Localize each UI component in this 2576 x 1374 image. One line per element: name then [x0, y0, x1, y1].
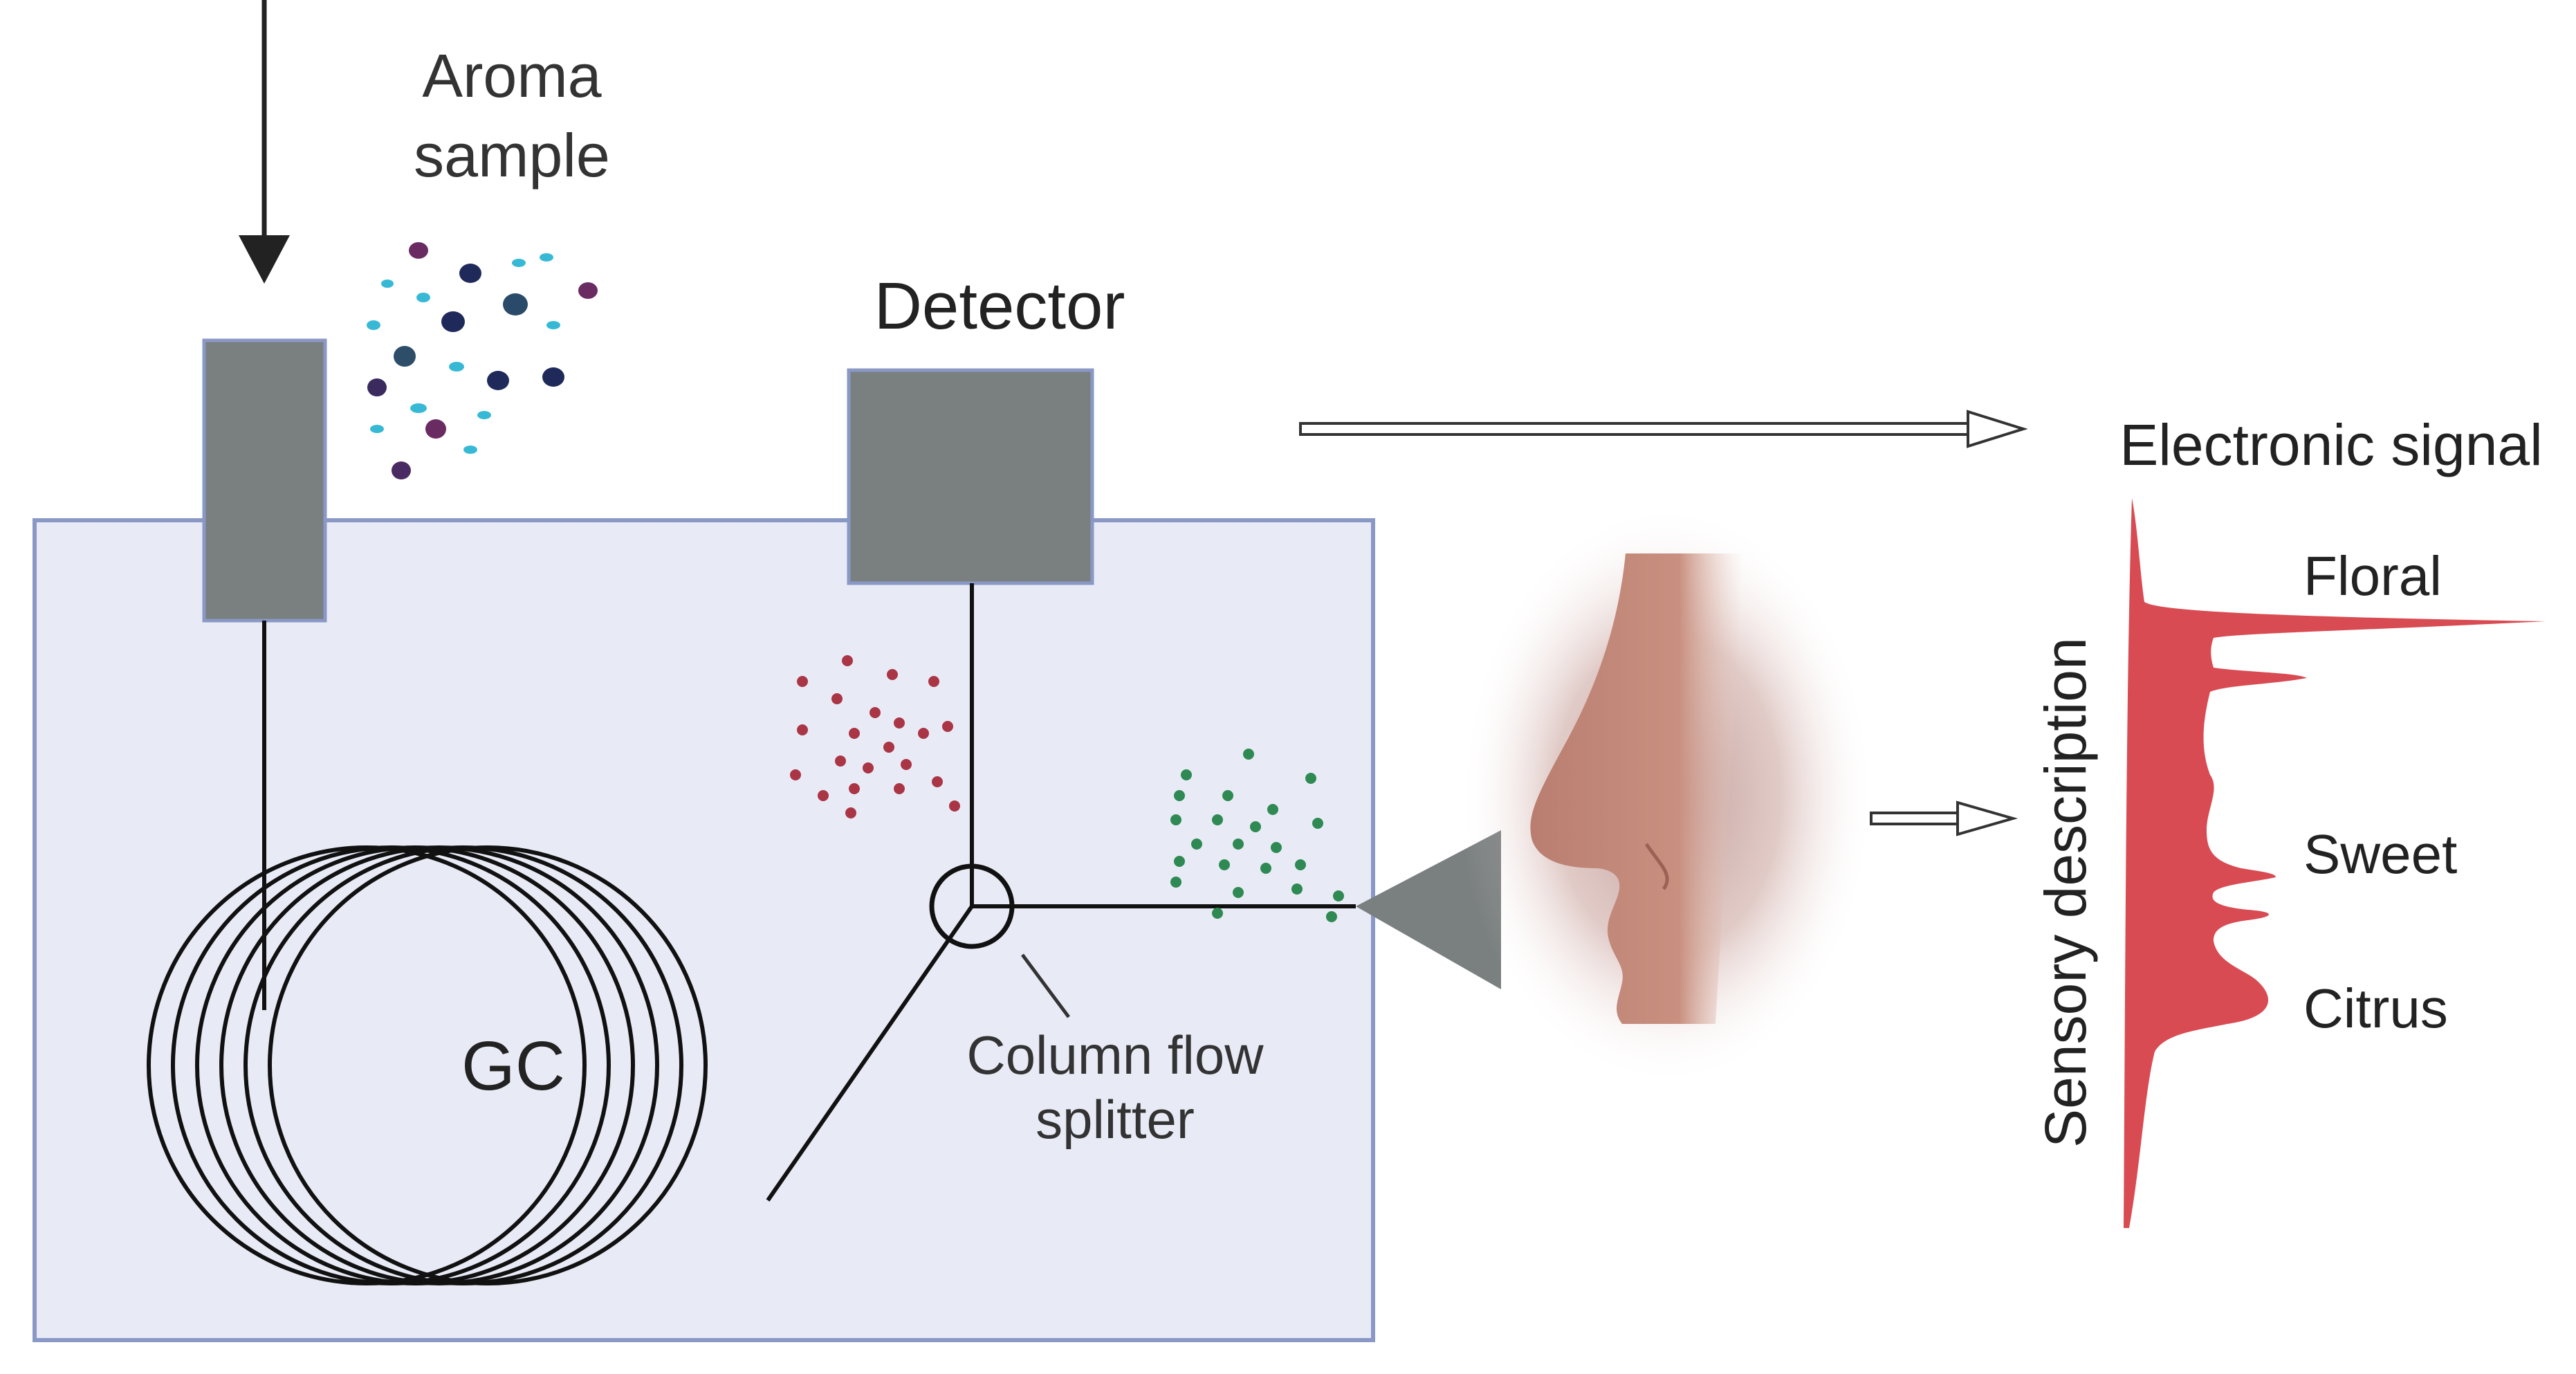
peak-label-sweet: Sweet — [2303, 823, 2457, 885]
splitter-callout-line — [1020, 953, 1071, 1018]
peak-label-floral: Floral — [2303, 545, 2442, 607]
detector-molecules — [790, 655, 960, 818]
capillary-tubing — [262, 583, 1356, 1202]
aroma-molecules — [367, 242, 598, 479]
peak-label-citrus: Citrus — [2303, 978, 2448, 1039]
aroma-sample-label-line1: Aroma — [422, 42, 601, 110]
signal-arrow — [1299, 410, 2028, 448]
splitter-label-line2: splitter — [1036, 1089, 1195, 1150]
sensory-description-label: Sensory description — [2033, 637, 2098, 1148]
splitter-label-line1: Column flow — [966, 1025, 1264, 1086]
column-flow-splitter — [929, 863, 1015, 949]
gc-column-coil — [147, 845, 708, 1285]
gc-label: GC — [461, 1027, 565, 1105]
gc-oven-box — [33, 518, 1375, 1342]
signal-trace — [2124, 498, 2546, 1228]
detector-block — [847, 368, 1094, 585]
nose-icon — [1460, 505, 1875, 1086]
sensory-arrow — [1870, 800, 2018, 836]
arrow-down-icon — [239, 0, 290, 284]
cone-icon — [1356, 830, 1501, 989]
aroma-sample-label-line2: sample — [414, 121, 610, 190]
electronic-signal-label: Electronic signal — [2119, 412, 2543, 477]
sniff-port-molecules — [1170, 749, 1344, 922]
detector-label: Detector — [874, 269, 1125, 343]
injector-block — [202, 338, 327, 623]
